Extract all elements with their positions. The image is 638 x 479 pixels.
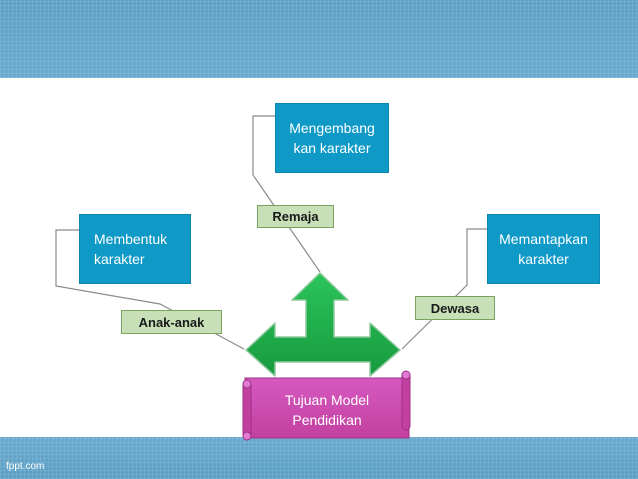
- footer-band: [0, 437, 638, 479]
- node-text: Memantapkan karakter: [499, 231, 588, 267]
- scroll-text: Tujuan Model Pendidikan: [284, 392, 370, 428]
- label-dewasa: Dewasa: [415, 296, 495, 320]
- label-anak-anak: Anak-anak: [121, 310, 222, 334]
- node-mengembangkan-karakter: Mengembang kan karakter: [275, 103, 389, 173]
- scroll-banner-icon: [242, 370, 411, 441]
- label-remaja: Remaja: [257, 205, 334, 228]
- node-memantapkan-karakter: Memantapkan karakter: [487, 214, 600, 284]
- node-membentuk-karakter: Membentuk karakter: [79, 214, 191, 284]
- node-text: Membentuk karakter: [94, 231, 168, 267]
- header-band: [0, 0, 638, 78]
- footer-text: fppt.com: [6, 461, 45, 472]
- node-text: Mengembang kan karakter: [289, 120, 375, 156]
- three-way-arrow-icon: [245, 272, 401, 377]
